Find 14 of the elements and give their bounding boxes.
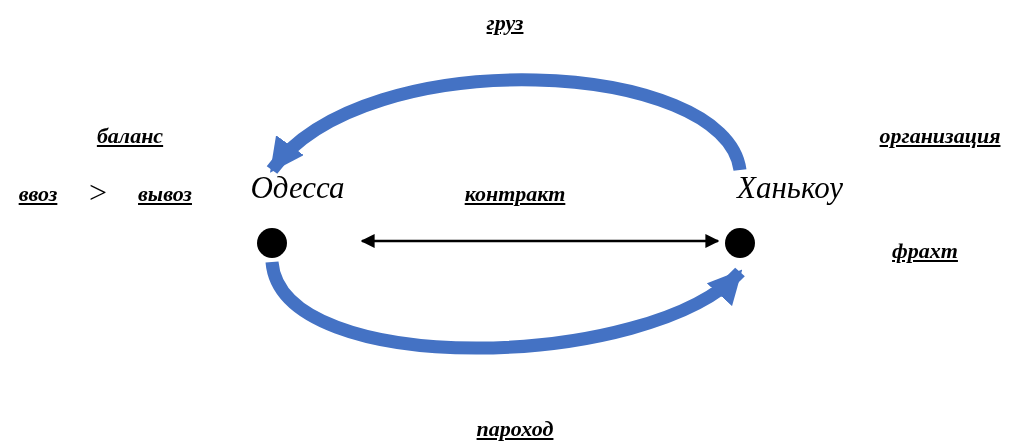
label-text: баланс (96, 125, 164, 147)
edge-label: груз (486, 12, 524, 34)
label-text: организация (879, 125, 1001, 147)
city-name: Одесса (249, 172, 346, 203)
label-text: ввоз (18, 183, 58, 205)
comparison-sign: > (89, 176, 107, 208)
city-name: Ханькоу (735, 172, 844, 203)
edge-label: контракт (464, 183, 566, 205)
arrow (265, 259, 745, 355)
edge-label: пароход (476, 418, 554, 440)
arrow (267, 73, 747, 175)
label-text: вывоз (138, 183, 192, 205)
arrow (360, 234, 720, 248)
label-text: фрахт (892, 240, 958, 262)
